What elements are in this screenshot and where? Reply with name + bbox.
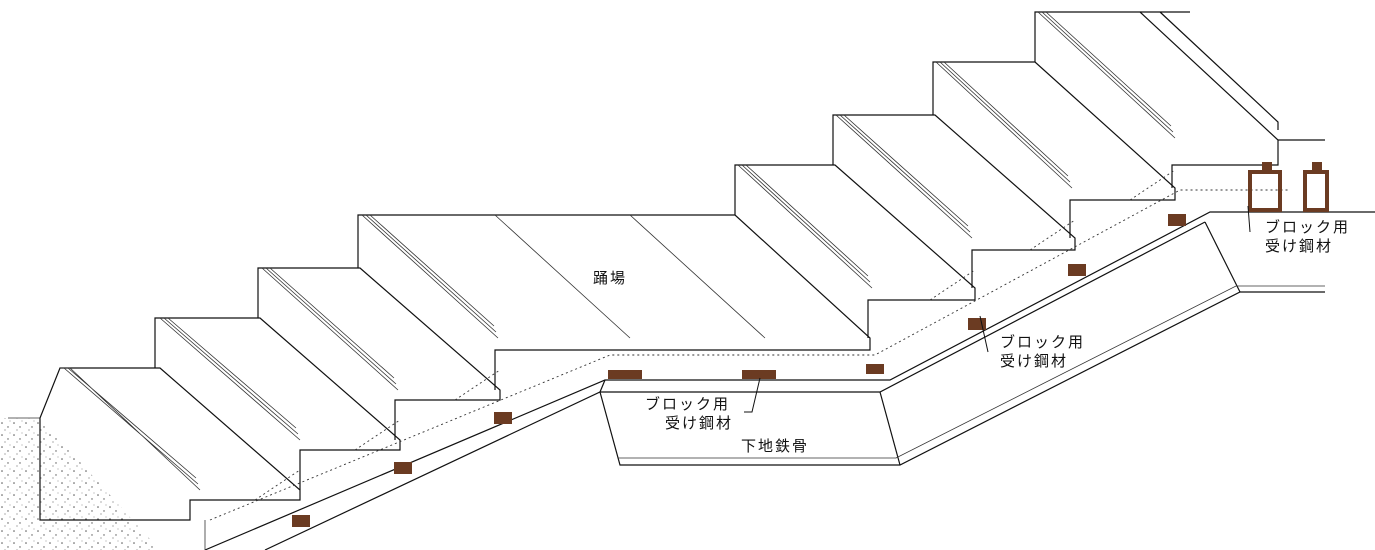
steel-angle bbox=[866, 364, 884, 374]
ground-soil bbox=[0, 417, 160, 550]
steel-angle bbox=[394, 462, 412, 474]
steel-post bbox=[1303, 170, 1329, 212]
steel-angle bbox=[292, 515, 310, 527]
steel-angle bbox=[1312, 162, 1322, 172]
block-support-label-middle-line2: 受け鋼材 bbox=[665, 414, 733, 432]
stair-steps bbox=[39, 11, 1325, 521]
block-support-label-right-line1: ブロック用 bbox=[1000, 333, 1085, 351]
block-support-label-far-right-line2: 受け鋼材 bbox=[1265, 237, 1333, 255]
steel-angle bbox=[968, 318, 986, 330]
steel-angle bbox=[1168, 214, 1186, 226]
landing-label: 踊場 bbox=[593, 269, 627, 287]
leader-lines bbox=[744, 205, 1251, 413]
substructure-steel-frame bbox=[204, 211, 1375, 550]
steel-angle bbox=[1068, 264, 1086, 276]
steel-angle bbox=[1262, 162, 1272, 172]
hidden-lines bbox=[209, 169, 1290, 521]
block-support-label-right-line2: 受け鋼材 bbox=[1000, 352, 1068, 370]
steel-angle bbox=[742, 370, 776, 379]
steel-angle bbox=[608, 370, 642, 379]
block-support-label-far-right-line1: ブロック用 bbox=[1265, 218, 1350, 236]
substructure-steel-label: 下地鉄骨 bbox=[741, 437, 809, 455]
support-angles bbox=[292, 162, 1329, 527]
steel-post bbox=[1248, 170, 1282, 212]
steel-angle bbox=[494, 412, 512, 424]
block-support-label-middle-line1: ブロック用 bbox=[645, 395, 730, 413]
